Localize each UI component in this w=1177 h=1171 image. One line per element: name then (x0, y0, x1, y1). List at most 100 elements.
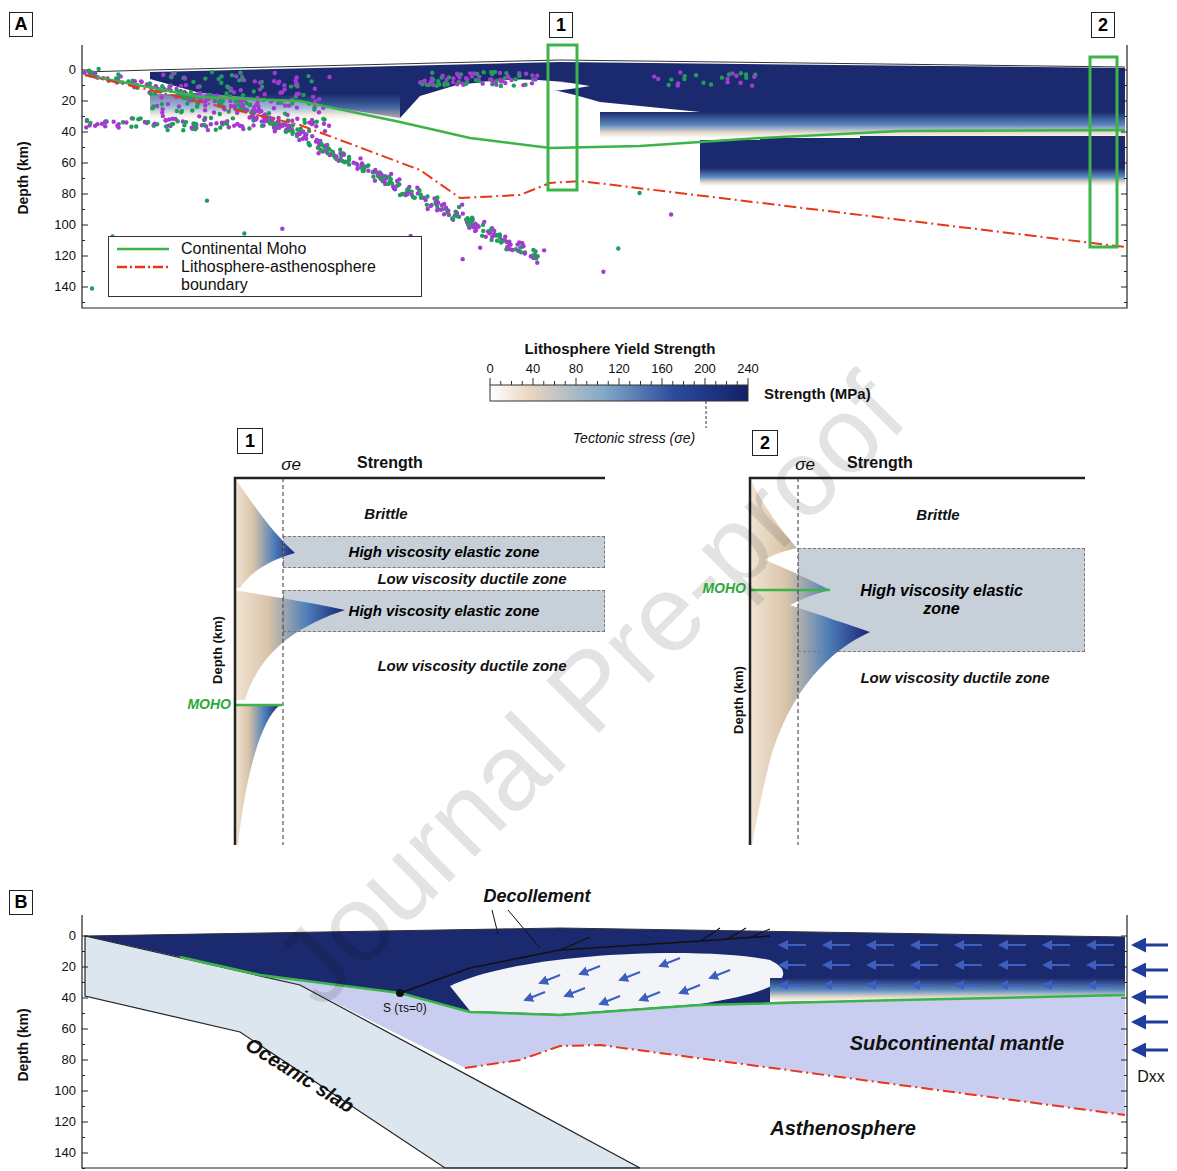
earthquake-dot (455, 211, 459, 215)
earthquake-dot (354, 161, 358, 165)
earthquake-dot (709, 82, 713, 86)
earthquake-dot (233, 99, 237, 103)
profile-window (1090, 57, 1117, 247)
earthquake-dot (273, 126, 277, 130)
earthquake-dot (739, 71, 743, 75)
earthquake-dot (163, 118, 167, 122)
moho-mark (234, 704, 282, 707)
tick-mark (543, 381, 544, 385)
earthquake-dot (235, 122, 239, 126)
tick-mark (651, 381, 652, 385)
axis-tick-label: 0 (69, 929, 76, 943)
tick-mark (672, 381, 673, 385)
earthquake-dot (302, 118, 306, 122)
earthquake-dot (422, 80, 426, 84)
earthquake-dot (238, 70, 242, 74)
moho-line (180, 957, 1125, 1015)
earthquake-dot (85, 118, 89, 122)
tick-mark (82, 1137, 1127, 1138)
push-arrow (1134, 944, 1168, 947)
earthquake-dot (116, 122, 120, 126)
earthquake-dot (267, 111, 271, 115)
tick-mark (82, 178, 1127, 179)
earthquake-dot (282, 83, 286, 87)
earthquake-dot (272, 79, 276, 83)
earthquake-dot (450, 216, 454, 220)
earthquake-dot (652, 74, 656, 78)
axis-tick-label: 60 (62, 156, 76, 170)
earthquake-dot (225, 119, 229, 123)
earthquake-dot (444, 77, 448, 81)
earthquake-dot (203, 76, 207, 80)
earthquake-dot (297, 91, 301, 95)
earthquake-dot (430, 71, 434, 75)
earthquake-dot (240, 124, 244, 128)
surface-line (85, 928, 1125, 937)
tick-mark (522, 381, 523, 385)
stress-arrow (780, 944, 806, 946)
earthquake-dot (482, 70, 486, 74)
earthquake-dot (440, 203, 444, 207)
earthquake-dot (505, 74, 509, 78)
earthquake-dot (752, 75, 756, 79)
earthquake-dot (327, 75, 331, 79)
earthquake-dot (146, 120, 150, 124)
earthquake-dot (252, 108, 256, 112)
earthquake-dot (482, 220, 486, 224)
earthquake-dot (405, 192, 409, 196)
earthquake-dot (160, 84, 164, 88)
earthquake-dot (295, 81, 299, 85)
earthquake-dot (327, 124, 331, 128)
earthquake-dot (203, 117, 207, 121)
earthquake-dot (373, 178, 377, 182)
stress-arrow (912, 964, 938, 966)
envelope-axes (750, 478, 1085, 845)
earthquake-dot (239, 88, 243, 92)
earthquake-dot (248, 102, 252, 106)
earthquake-dot (366, 168, 370, 172)
earthquake-dot (656, 77, 660, 81)
earthquake-dot (182, 123, 186, 127)
tick-mark (737, 381, 738, 385)
earthquake-dot (205, 198, 209, 202)
earthquake-dot (299, 127, 303, 131)
earthquake-dot (601, 270, 605, 274)
earthquake-dot (203, 103, 207, 107)
earthquake-dot (423, 79, 427, 83)
earthquake-dot (191, 80, 195, 84)
slab-label: Oceanic slab (242, 1033, 358, 1117)
earthquake-dot (103, 119, 107, 123)
earthquake-dot (85, 119, 89, 123)
earthquake-dot (164, 118, 168, 122)
panel-label-box: 1 (237, 428, 263, 454)
earthquake-dot (230, 73, 234, 77)
tick-mark (82, 302, 1127, 303)
stress-arrow (868, 964, 894, 966)
stress-arrow (640, 992, 660, 1000)
tick-mark (490, 378, 491, 385)
earthquake-dot (327, 147, 331, 151)
panel-label-box: B (9, 890, 33, 915)
earthquake-dot (323, 146, 327, 150)
stress-arrow (868, 944, 894, 946)
earthquake-dot (289, 84, 293, 88)
axis-tick-label: 140 (54, 1146, 76, 1160)
tick-mark (82, 1029, 1127, 1030)
earthquake-dot (701, 81, 705, 85)
earthquake-dot (530, 73, 534, 77)
panel-letter: 2 (1098, 15, 1108, 36)
legend-box: Continental MohoLithosphere-asthenospher… (108, 236, 422, 297)
earthquake-dot (498, 71, 502, 75)
tick-mark (565, 381, 566, 385)
tick-mark (82, 936, 1127, 937)
panel-label-box: 1 (549, 12, 573, 38)
earthquake-dot (481, 229, 485, 233)
stress-line (798, 478, 799, 845)
earthquake-dot (103, 124, 107, 128)
stress-arrow (565, 988, 585, 996)
axis-tick-label: 120 (54, 249, 76, 263)
earthquake-dot (175, 109, 179, 113)
earthquake-dot (358, 156, 362, 160)
zone-label: Brittle (364, 506, 407, 523)
strength-wedge (235, 590, 345, 700)
